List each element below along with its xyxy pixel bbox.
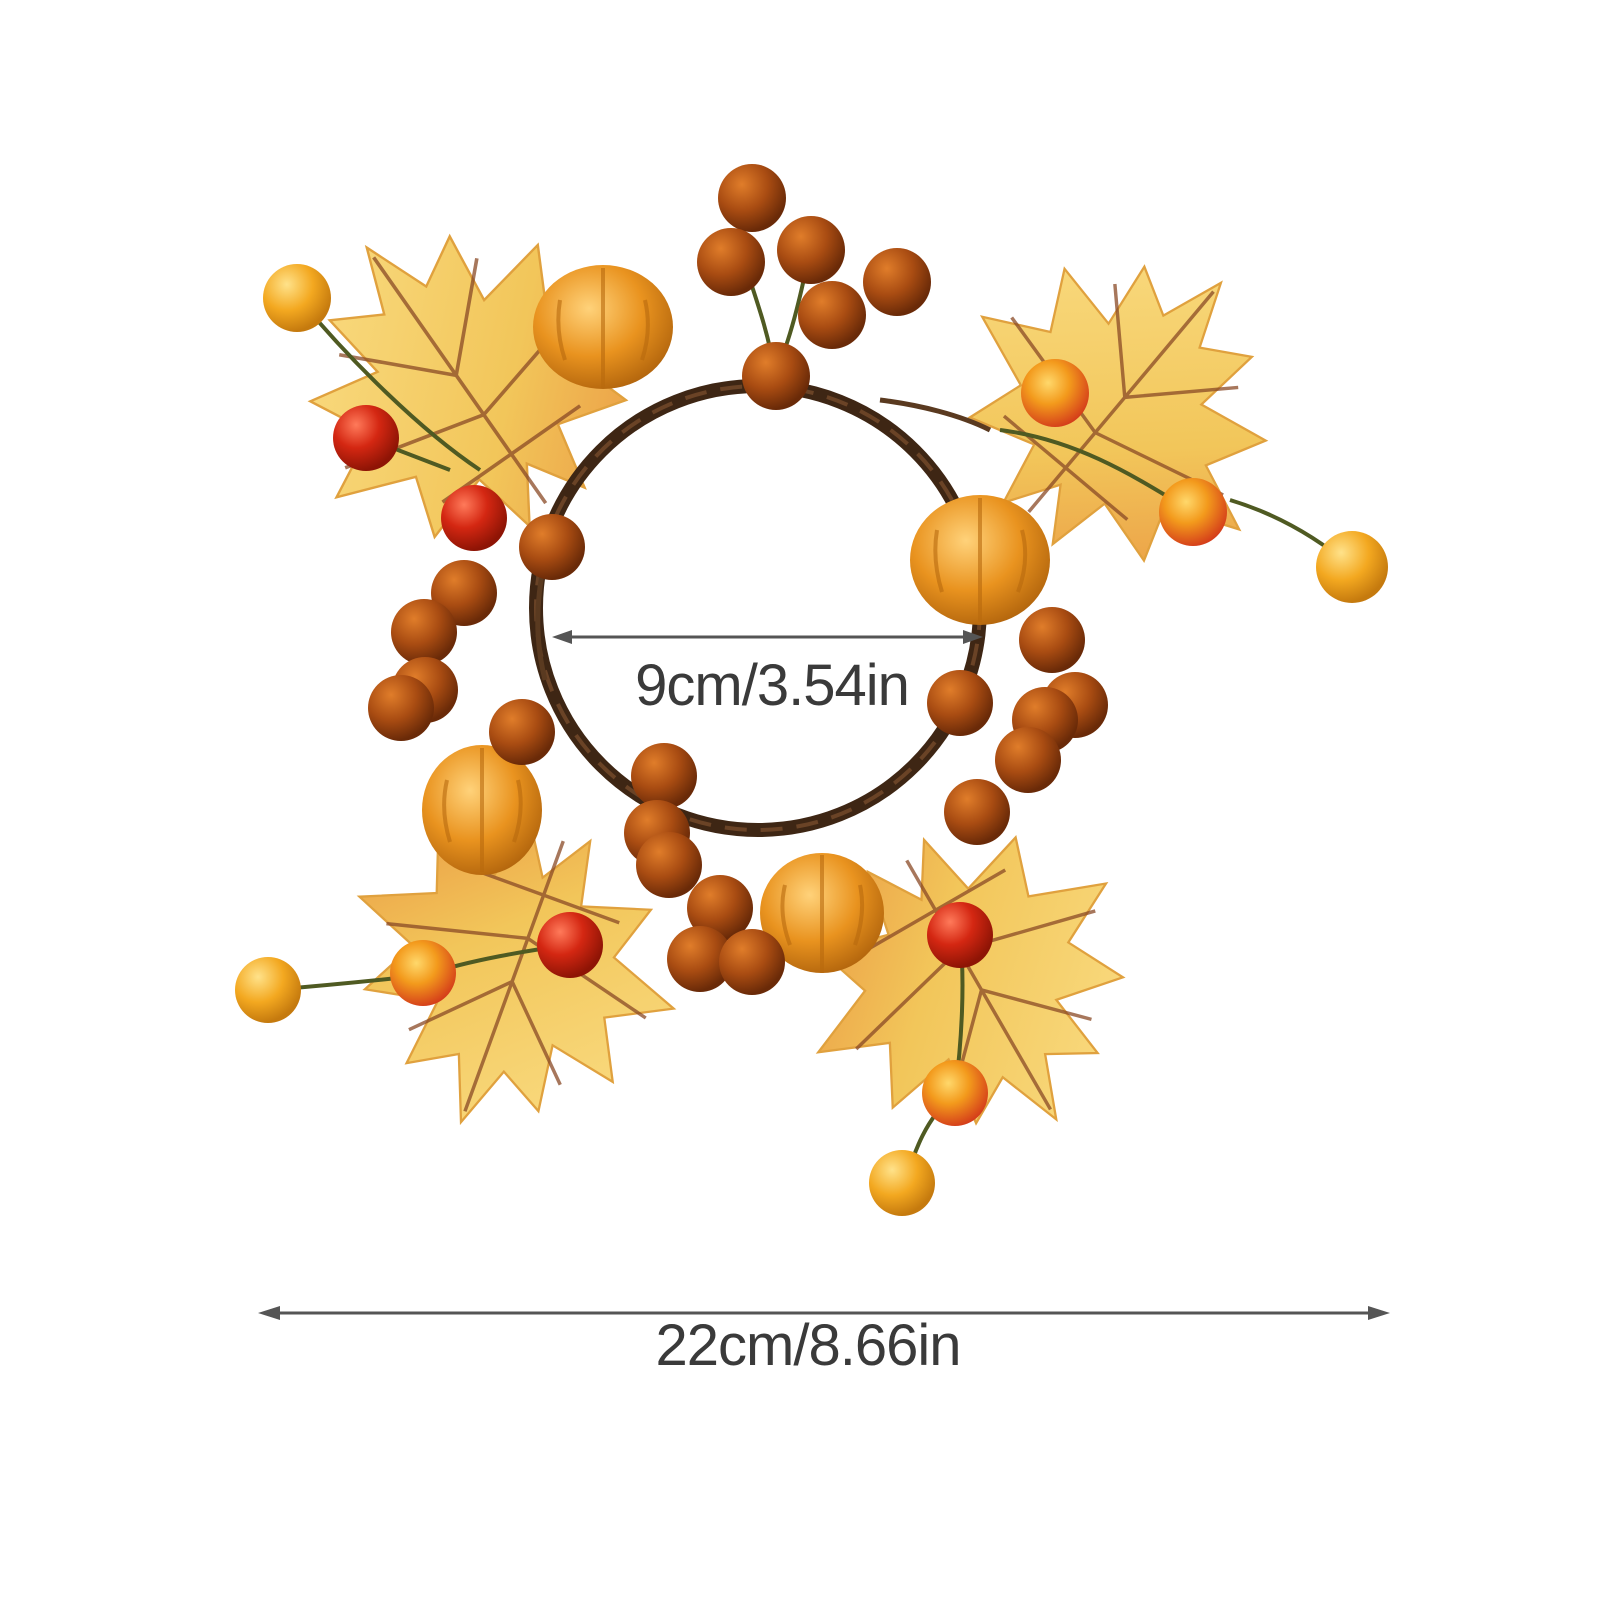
outer-diameter-label: 22cm/8.66in [655,1313,962,1378]
pumpkin-right [910,495,1050,625]
inner-diameter-label: 9cm/3.54in [635,653,910,718]
red-berry-cluster [333,359,1089,978]
vine-ring [529,379,992,837]
pumpkin-bottom [760,853,884,973]
inner-diameter-arrow [552,630,983,644]
pumpkin-left [422,745,542,875]
pumpkin-top [533,265,673,389]
maple-leaf-top-left [227,143,700,609]
brown-berry-cluster [368,164,1108,995]
maple-leaf-bottom-right [751,770,1197,1207]
outer-diameter-arrow [258,1306,1390,1320]
maple-leaf-bottom-left [297,772,719,1179]
yellow-berry-cluster [235,264,1388,1216]
